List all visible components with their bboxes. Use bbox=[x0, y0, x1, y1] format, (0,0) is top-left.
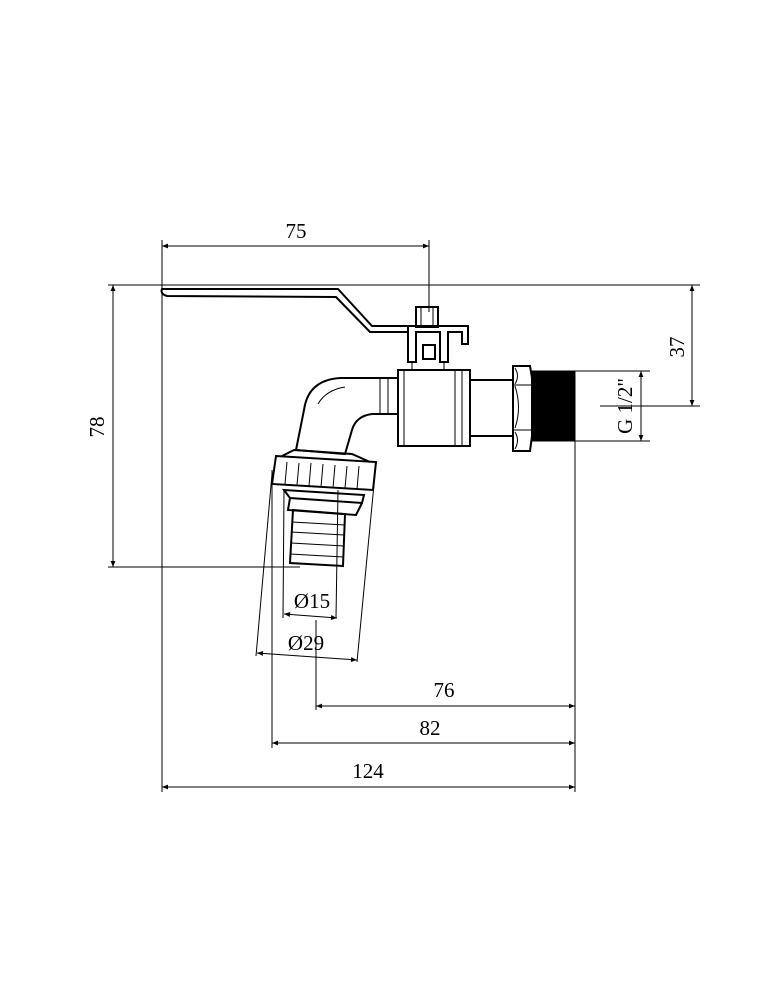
extension-lines bbox=[108, 240, 700, 792]
dim-75-label: 75 bbox=[286, 219, 307, 243]
dim-78-label: 78 bbox=[85, 417, 109, 438]
dim-line-d29 bbox=[256, 651, 358, 662]
stem-nut bbox=[415, 306, 439, 328]
hex-nut bbox=[512, 365, 533, 452]
hose-connector bbox=[281, 488, 366, 505]
stem-square bbox=[422, 344, 436, 360]
thread-end bbox=[531, 370, 576, 442]
handle-bracket bbox=[407, 325, 469, 363]
valve-outline bbox=[160, 288, 576, 568]
dim-line-d15 bbox=[283, 612, 338, 620]
hose-barb bbox=[288, 508, 347, 568]
dim-76-label: 76 bbox=[434, 678, 455, 702]
dim-d15-label: Ø15 bbox=[294, 589, 330, 613]
valve-body bbox=[397, 369, 471, 447]
lever-handle bbox=[160, 288, 409, 333]
dim-124-label: 124 bbox=[352, 759, 384, 783]
dim-82-label: 82 bbox=[420, 716, 441, 740]
union-nut bbox=[270, 454, 378, 492]
dim-thread-label: G 1/2" bbox=[613, 378, 637, 434]
valve-neck bbox=[470, 379, 514, 437]
spout-elbow bbox=[294, 377, 398, 456]
dim-37-label: 37 bbox=[665, 337, 689, 358]
dim-d29-label: Ø29 bbox=[288, 631, 324, 655]
dimension-lines bbox=[110, 243, 695, 790]
